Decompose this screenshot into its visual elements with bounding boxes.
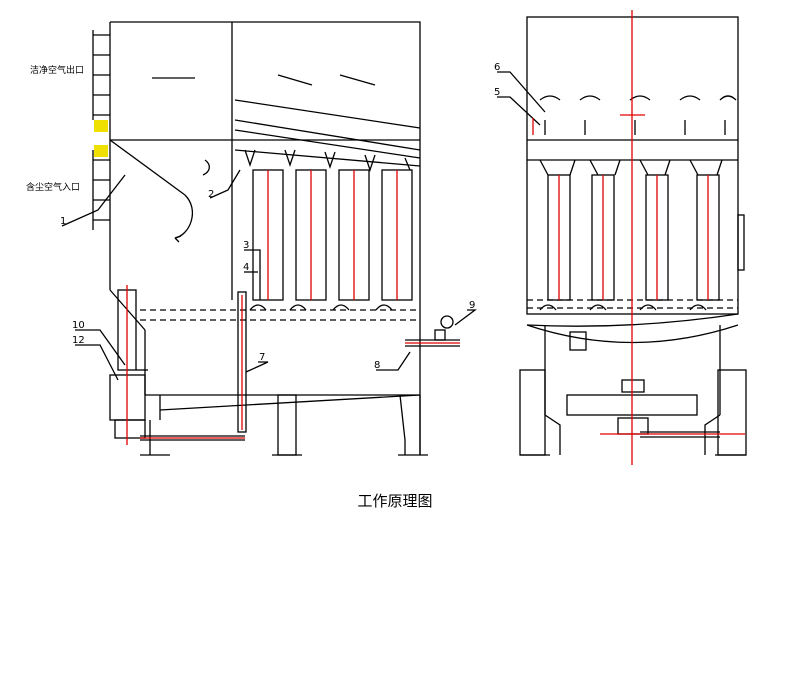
diagram-caption: 工作原理图 xyxy=(357,492,433,510)
label-10: 10 xyxy=(72,320,85,331)
label-3: 3 xyxy=(243,240,249,251)
label-inlet: 含尘空气入口 xyxy=(26,181,80,193)
label-outlet: 洁净空气出口 xyxy=(30,64,84,76)
right-axis-lines xyxy=(532,10,745,465)
yellow-markers xyxy=(94,120,108,157)
label-8: 8 xyxy=(374,360,380,371)
working-principle-diagram: 洁净空气出口 含尘空气入口 1 2 3 4 7 8 9 10 12 6 5 xyxy=(26,10,747,465)
label-7: 7 xyxy=(259,352,265,363)
label-12: 12 xyxy=(72,335,85,346)
right-view xyxy=(497,16,747,456)
left-axis-lines xyxy=(126,170,460,445)
label-9: 9 xyxy=(469,300,475,311)
label-5: 5 xyxy=(494,87,500,98)
label-4: 4 xyxy=(243,262,249,273)
label-6: 6 xyxy=(494,62,500,73)
label-1: 1 xyxy=(60,216,66,227)
diagram-labels: 洁净空气出口 含尘空气入口 1 2 3 4 7 8 9 10 12 6 5 xyxy=(26,62,500,371)
label-2: 2 xyxy=(208,189,214,200)
